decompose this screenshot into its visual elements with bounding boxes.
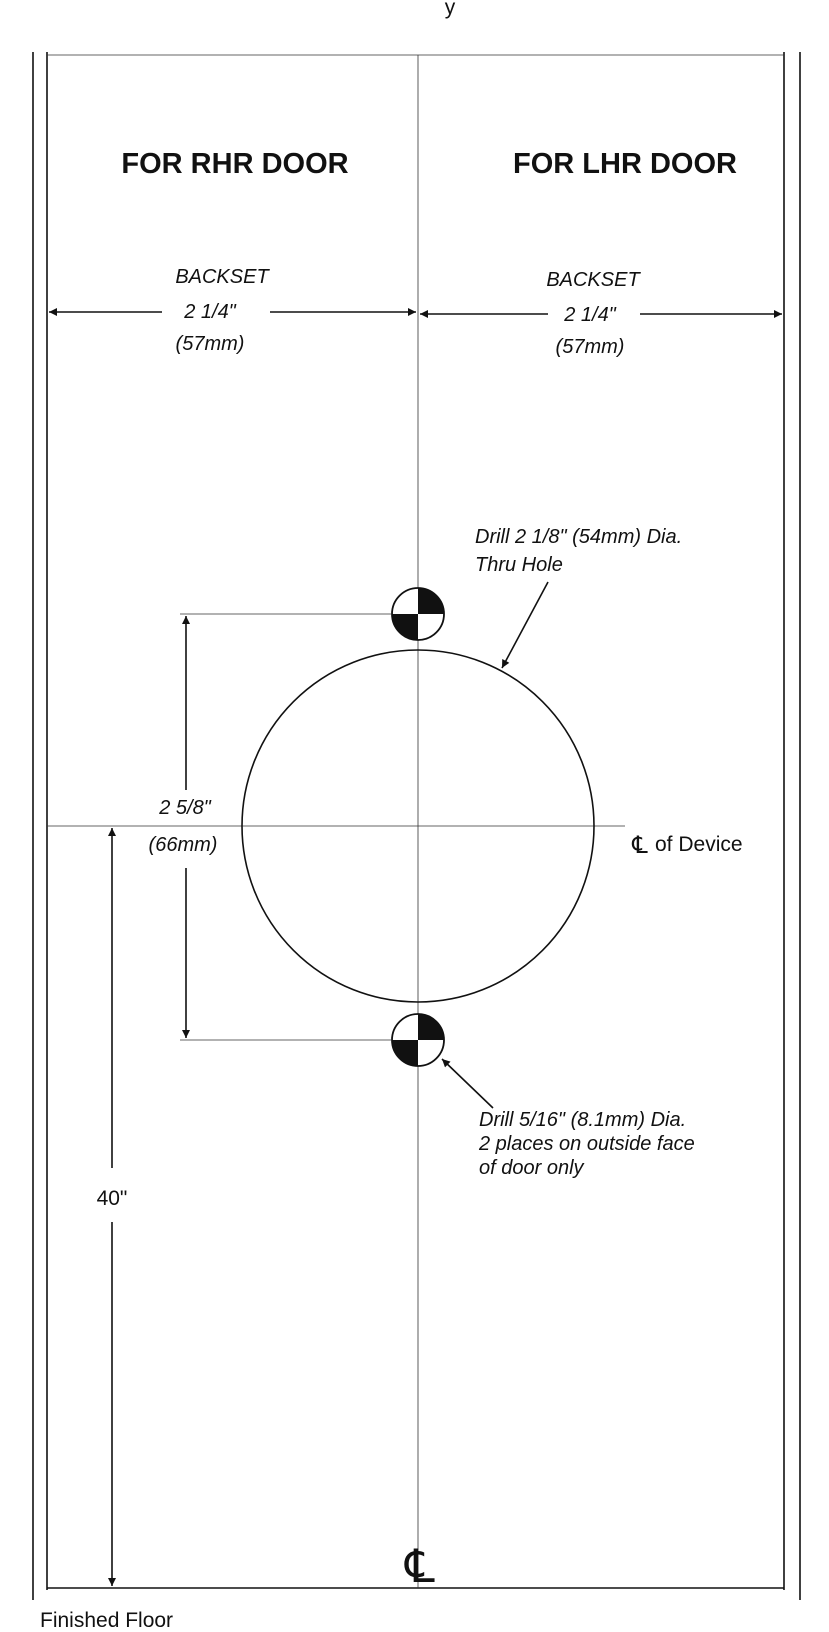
backset-value-left: 2 1/4" [183, 301, 236, 323]
backset-metric-left: (57mm) [176, 333, 245, 355]
spacing-metric: (66mm) [149, 834, 218, 856]
door-edges [32, 52, 801, 1600]
heading-lhr-door: FOR LHR DOOR [513, 148, 737, 180]
hole-note-line2: Thru Hole [475, 554, 563, 576]
small-hole-note-line2: 2 places on outside face [478, 1133, 695, 1155]
height-value: 40" [97, 1187, 128, 1210]
backset-label-left: BACKSET [175, 266, 270, 288]
backset-metric-right: (57mm) [556, 336, 625, 358]
backset-value-right: 2 1/4" [563, 304, 616, 326]
backset-label-right: BACKSET [546, 269, 641, 291]
finished-floor-label: Finished Floor [40, 1609, 173, 1632]
spacing-value: 2 5/8" [158, 797, 211, 819]
centerline-device-text: of Device [655, 833, 743, 856]
small-hole-note-line1: Drill 5/16" (8.1mm) Dia. [479, 1109, 686, 1131]
hole-note-leader [501, 581, 549, 669]
spacing-dimension [180, 613, 392, 1041]
small-hole-note-line3: of door only [479, 1157, 585, 1179]
top-drill-target [391, 587, 445, 641]
centerline-device-symbol: ℄ [631, 832, 648, 859]
bottom-drill-target [391, 1013, 445, 1067]
hole-note-line1: Drill 2 1/8" (54mm) Dia. [475, 526, 682, 548]
thru-hole-circle [241, 649, 595, 1003]
top-caption: y [445, 0, 456, 19]
heading-rhr-door: FOR RHR DOOR [121, 148, 348, 180]
small-hole-leader [441, 1058, 494, 1109]
centerline-symbol: ℄ [404, 1539, 435, 1593]
